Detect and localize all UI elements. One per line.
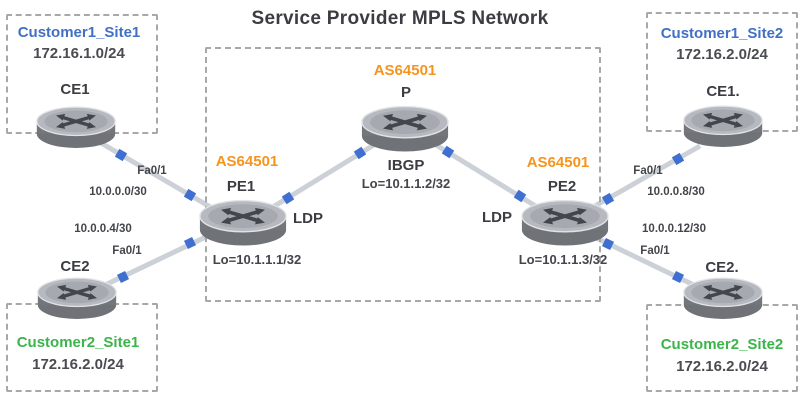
interface-label-pe2-ce1: Fa0/1 xyxy=(633,165,663,177)
interface-label-ce2-pe1: Fa0/1 xyxy=(112,245,142,257)
connector-square xyxy=(183,188,197,202)
as-label-pe1: AS64501 xyxy=(215,153,279,170)
router-ce2 xyxy=(35,274,119,329)
interface-label-pe2-ce2: Fa0/1 xyxy=(640,245,670,257)
site-name-customer2-site1: Customer2_Site1 xyxy=(16,334,140,351)
router-icon xyxy=(683,105,763,147)
router-icon xyxy=(683,277,763,319)
connector-square xyxy=(671,270,685,284)
site-subnet-customer2-site1: 172.16.2.0/24 xyxy=(32,356,124,373)
router-pe2 xyxy=(519,196,611,256)
router-label-ce1-site2: CE1. xyxy=(706,83,740,100)
ldp-label-p-pe2: LDP xyxy=(482,209,512,226)
connector-square xyxy=(183,236,197,250)
router-icon xyxy=(521,199,609,246)
connector-square xyxy=(601,237,615,251)
router-ce2-site2 xyxy=(681,274,765,329)
router-label-ce2: CE2 xyxy=(60,258,90,275)
connector-square xyxy=(281,191,295,205)
as-label-p: AS64501 xyxy=(373,62,437,79)
mpls-core-box xyxy=(205,47,601,302)
subnet-label-pe2-ce1: 10.0.0.8/30 xyxy=(647,186,705,198)
site-subnet-customer1-site1: 172.16.1.0/24 xyxy=(33,45,125,62)
router-ce1 xyxy=(34,103,118,158)
router-icon xyxy=(37,277,117,319)
subnet-label-ce2-pe1: 10.0.0.4/30 xyxy=(74,223,132,235)
connector-square xyxy=(114,148,128,162)
site-name-customer2-site2: Customer2_Site2 xyxy=(660,336,784,353)
as-label-pe2: AS64501 xyxy=(526,154,590,171)
router-p xyxy=(359,102,451,162)
connector-square xyxy=(441,145,455,159)
connector-square xyxy=(513,189,527,203)
ibgp-label: IBGP xyxy=(387,157,425,174)
connector-square xyxy=(353,146,367,160)
connector-square xyxy=(116,270,130,284)
router-label-pe1: PE1 xyxy=(226,178,256,195)
loopback-label-pe1: Lo=10.1.1.1/32 xyxy=(212,252,302,267)
site-subnet-customer2-site2: 172.16.2.0/24 xyxy=(676,358,768,375)
ldp-label-pe1-p: LDP xyxy=(293,210,323,227)
router-label-pe2: PE2 xyxy=(547,178,577,195)
connector-square xyxy=(671,152,685,166)
loopback-label-p: Lo=10.1.1.2/32 xyxy=(361,176,451,191)
site-name-customer1-site2: Customer1_Site2 xyxy=(660,25,784,42)
router-label-ce1: CE1 xyxy=(60,81,90,98)
router-label-ce2-site2: CE2. xyxy=(705,259,739,276)
interface-label-ce1-pe1: Fa0/1 xyxy=(137,165,167,177)
diagram-title: Service Provider MPLS Network xyxy=(251,8,549,29)
router-icon xyxy=(361,105,449,152)
router-pe1 xyxy=(197,196,289,256)
connector-squares xyxy=(114,145,685,284)
site-subnet-customer1-site2: 172.16.2.0/24 xyxy=(676,46,768,63)
subnet-label-pe2-ce2: 10.0.0.12/30 xyxy=(642,223,706,235)
connector-square xyxy=(601,192,615,206)
loopback-label-pe2: Lo=10.1.1.3/32 xyxy=(518,252,608,267)
router-label-p: P xyxy=(400,84,412,101)
router-icon xyxy=(36,106,116,148)
router-ce1-site2 xyxy=(681,102,765,157)
site-name-customer1-site1: Customer1_Site1 xyxy=(17,24,141,41)
router-icon xyxy=(199,199,287,246)
subnet-label-ce1-pe1: 10.0.0.0/30 xyxy=(89,186,147,198)
